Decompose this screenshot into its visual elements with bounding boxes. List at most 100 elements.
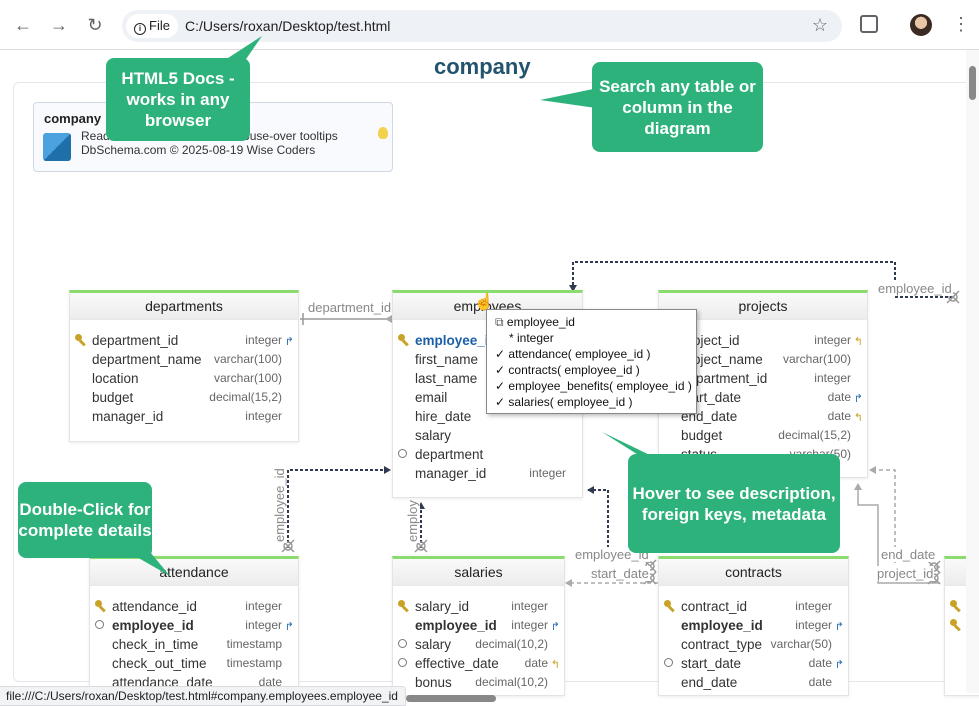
primary-key-icon [398, 334, 410, 346]
primary-key-icon [95, 600, 107, 612]
rel-label-end-date[interactable]: end_date [880, 547, 937, 562]
primary-key-icon [950, 619, 962, 631]
status-bar-url: file:///C:/Users/roxan/Desktop/test.html… [0, 686, 406, 706]
vertical-scrollbar[interactable] [966, 50, 979, 693]
column-row[interactable]: email [415, 390, 448, 405]
rel-label-department-id[interactable]: department_id [307, 300, 393, 315]
column-row[interactable]: first_name [415, 352, 479, 367]
info-icon: i [134, 23, 146, 35]
reference-arrow-icon: ↱ [834, 621, 844, 633]
callout-html5-docs: HTML5 Docs - works in any browser [106, 58, 250, 141]
rel-label-start-date[interactable]: start_date [590, 566, 650, 581]
column-row[interactable]: last_name [415, 371, 478, 386]
rel-line-project [857, 484, 940, 584]
hand-cursor-icon: ☝ [474, 294, 494, 311]
table-header[interactable]: attendance [90, 559, 298, 586]
forward-arrow-icon[interactable]: → [50, 15, 68, 35]
callout-search: Search any table or column in the diagra… [592, 62, 763, 152]
horizontal-scroll-thumb[interactable] [406, 695, 496, 702]
menu-dots-icon[interactable]: ⋮ [952, 14, 970, 34]
page-title: company [434, 54, 531, 79]
reload-icon[interactable]: ↻ [87, 15, 103, 35]
index-search-icon [398, 639, 407, 648]
table-header[interactable]: contracts [659, 559, 848, 586]
primary-key-icon [664, 600, 676, 612]
lightbulb-icon [378, 127, 388, 139]
scroll-thumb[interactable] [969, 66, 976, 100]
index-search-icon [398, 449, 407, 458]
primary-key-icon [398, 600, 410, 612]
profile-avatar[interactable] [910, 14, 932, 36]
rel-line-employee-top [572, 261, 955, 298]
bookmark-star-icon[interactable]: ☆ [811, 15, 828, 35]
tooltip-ref: ✓ salaries( employee_id ) [495, 395, 633, 409]
referenced-arrow-icon: ↰ [853, 336, 863, 348]
index-search-icon [664, 658, 673, 667]
reference-arrow-icon: ↱ [284, 336, 294, 348]
referenced-arrow-icon: ↰ [853, 412, 863, 424]
column-icon: ⧉ [495, 315, 507, 329]
tooltip-type: * integer [509, 331, 554, 345]
column-tooltip: ⧉ employee_id * integer ✓ attendance( em… [486, 309, 697, 414]
info-line-2: DbSchema.com © 2025-08-19 Wise Coders [81, 143, 316, 157]
reference-arrow-icon: ↱ [284, 621, 294, 633]
column-row[interactable]: hire_date [415, 409, 472, 424]
table-header[interactable]: departments [70, 293, 298, 320]
rel-label-project-id[interactable]: project_id [876, 566, 935, 581]
column-row[interactable]: salary [415, 428, 452, 443]
primary-key-icon [950, 600, 962, 612]
extensions-icon[interactable] [860, 15, 878, 33]
tooltip-column-name: employee_id [506, 315, 575, 329]
index-search-icon [95, 620, 104, 629]
info-card-title: company [44, 111, 102, 126]
rel-label-employee-id-top[interactable]: employee_id [877, 281, 953, 296]
column-row[interactable]: department [393, 445, 582, 464]
dbschema-logo-icon [43, 133, 71, 161]
primary-key-icon [75, 334, 87, 346]
tooltip-ref: ✓ employee_benefits( employee_id ) [495, 379, 692, 393]
rel-line-attendance [287, 469, 390, 548]
tooltip-ref: ✓ contracts( employee_id ) [495, 363, 640, 377]
table-header[interactable]: salaries [393, 559, 564, 586]
back-arrow-icon[interactable]: ← [14, 15, 32, 35]
tooltip-ref: ✓ attendance( employee_id ) [495, 347, 651, 361]
callout-hover: Hover to see description, foreign keys, … [628, 454, 840, 553]
callout-double-click: Double-Click for complete details [18, 482, 152, 558]
url-text: C:/Users/roxan/Desktop/test.html [185, 18, 391, 34]
reference-arrow-icon: ↱ [853, 393, 863, 405]
index-search-icon [398, 658, 407, 667]
referenced-arrow-icon: ↰ [550, 659, 560, 671]
reference-arrow-icon: ↱ [550, 621, 560, 633]
